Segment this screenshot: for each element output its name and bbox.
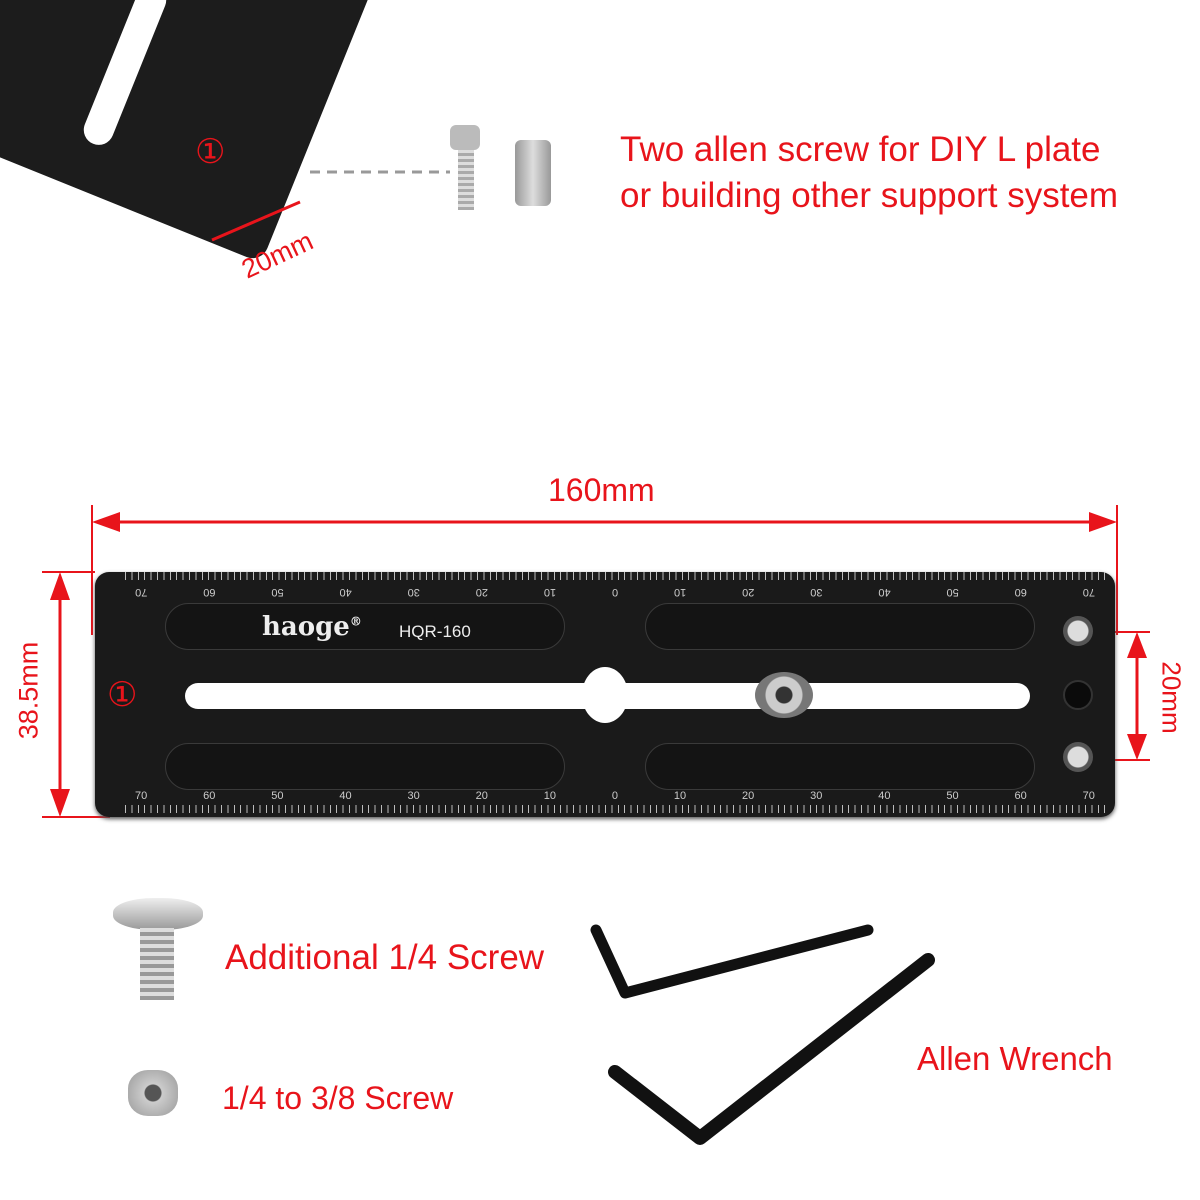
mounting-hole bbox=[1063, 680, 1093, 710]
scale-label: 70 bbox=[135, 790, 148, 802]
screw1-label: Additional 1/4 Screw bbox=[225, 938, 545, 977]
top-caption-line2: or building other support system bbox=[620, 176, 1119, 215]
width-dimension-label: 160mm bbox=[548, 472, 655, 508]
center-hole bbox=[582, 667, 628, 723]
allen-screw-icon bbox=[450, 125, 480, 150]
bottom-scale: 70 60 50 40 30 20 10 0 10 20 30 40 50 60 70 bbox=[135, 790, 1095, 802]
scale-label: 70 bbox=[1082, 790, 1095, 802]
scale-label: 20 bbox=[475, 790, 488, 802]
set-screw-icon bbox=[515, 140, 551, 206]
wrench-label: Allen Wrench bbox=[917, 1040, 1113, 1077]
scale-label: 20 bbox=[742, 790, 755, 802]
scale-label: 50 bbox=[946, 790, 959, 802]
scale-label: 10 bbox=[673, 790, 687, 802]
scale-label: 60 bbox=[203, 790, 216, 802]
marker-plate: ① bbox=[107, 676, 138, 714]
scale-label: 10 bbox=[543, 790, 556, 802]
quarter-screw-icon bbox=[140, 928, 174, 1000]
bottom-ruler bbox=[125, 805, 1105, 813]
marker-top: ① bbox=[195, 133, 226, 171]
top-caption-line1: Two allen screw for DIY L plate bbox=[620, 130, 1101, 169]
allen-screw-icon bbox=[458, 150, 474, 210]
locking-screw-knob bbox=[755, 672, 813, 718]
quarter-screw-icon bbox=[113, 898, 203, 930]
scale-label: 30 bbox=[810, 790, 823, 802]
mounting-hole bbox=[1063, 742, 1093, 772]
scale-label: 60 bbox=[1014, 790, 1027, 802]
scale-label: 0 bbox=[611, 790, 618, 802]
model-label: HQR-160 bbox=[399, 622, 471, 641]
mounting-hole bbox=[1063, 616, 1093, 646]
adapter-screw-icon bbox=[128, 1070, 178, 1116]
brand-logo: haoge® bbox=[262, 612, 362, 642]
top-ruler bbox=[125, 572, 1105, 580]
scale-label: 40 bbox=[339, 790, 352, 802]
scale-label: 40 bbox=[878, 790, 891, 802]
quick-release-plate: 70 60 50 40 30 20 10 0 10 20 30 40 50 60 70 haoge® HQR… bbox=[95, 572, 1115, 817]
scale-label: 50 bbox=[271, 790, 284, 802]
scale-label: 30 bbox=[407, 790, 420, 802]
screw2-label: 1/4 to 3/8 Screw bbox=[222, 1080, 454, 1116]
